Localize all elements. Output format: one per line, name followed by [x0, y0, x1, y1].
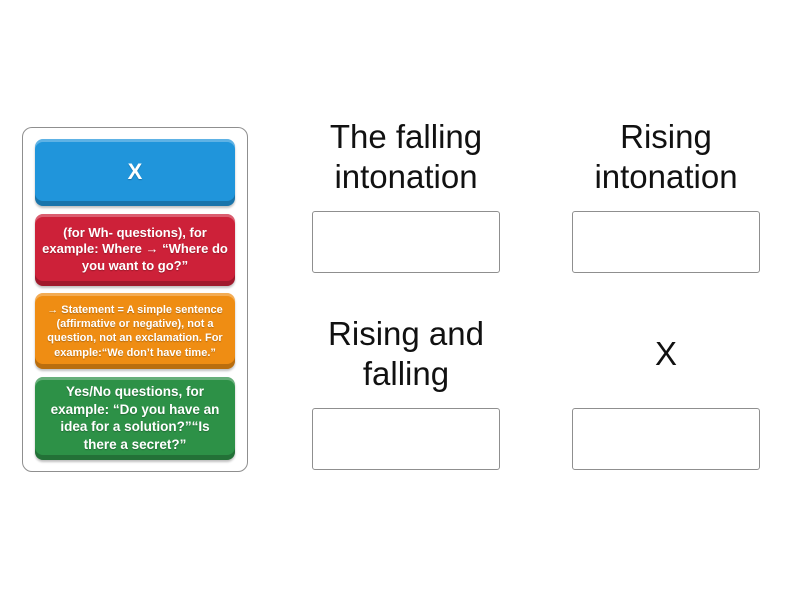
dropzone-x[interactable] [572, 408, 760, 470]
dropzone-the-falling-intonation[interactable] [312, 211, 500, 273]
draggable-card-x[interactable]: X [35, 139, 235, 206]
group-title: The falling intonation [329, 117, 483, 195]
dropzone-rising-and-falling[interactable] [312, 408, 500, 470]
group-title: Rising and falling [328, 314, 484, 392]
draggable-card-yes-no-questions[interactable]: Yes/No questions, for example: “Do you h… [35, 376, 235, 460]
card-label: Yes/No questions, for example: “Do you h… [50, 384, 220, 453]
source-panel: X (for Wh- questions), for example: Wher… [22, 127, 248, 472]
card-label: (for Wh- questions), for example: Where … [42, 224, 228, 273]
card-label: → Statement = A simple sentence (affirma… [47, 303, 223, 359]
group-title: X [654, 334, 677, 372]
group-x: X [566, 303, 766, 470]
draggable-card-wh-questions[interactable]: (for Wh- questions), for example: Where … [35, 213, 235, 286]
dropzone-rising-intonation[interactable] [572, 211, 760, 273]
group-rising-and-falling: Rising and falling [306, 303, 506, 470]
group-rising-intonation: Rising intonation [566, 106, 766, 273]
draggable-card-statement[interactable]: → Statement = A simple sentence (affirma… [35, 293, 235, 370]
card-label: X [127, 159, 143, 185]
group-the-falling-intonation: The falling intonation [306, 106, 506, 273]
group-title: Rising intonation [594, 117, 738, 195]
